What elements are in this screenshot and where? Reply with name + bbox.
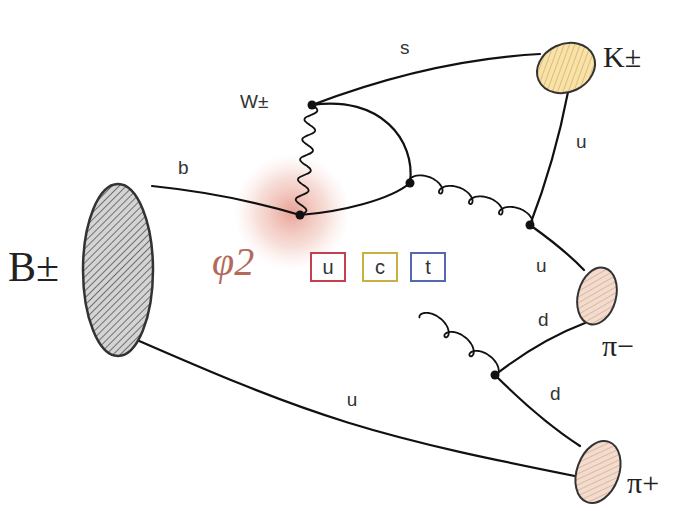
line-label: d bbox=[550, 384, 561, 403]
meson-ellipse: K± bbox=[532, 38, 600, 98]
line-label: W± bbox=[240, 92, 268, 111]
quark-box: c bbox=[362, 252, 398, 282]
vertex-dot bbox=[308, 101, 317, 110]
line-label: d bbox=[538, 310, 549, 329]
gluon-line bbox=[409, 175, 533, 225]
vertex-dot bbox=[406, 179, 415, 188]
quark-line bbox=[138, 340, 577, 476]
vertex-dot bbox=[491, 371, 500, 380]
meson-shape bbox=[567, 435, 628, 510]
meson-shape bbox=[83, 184, 153, 356]
meson-ellipse: π− bbox=[574, 264, 620, 328]
meson-shape bbox=[529, 34, 604, 103]
meson-ellipse: B± bbox=[80, 182, 156, 358]
quark-box: u bbox=[310, 252, 346, 282]
line-label: b bbox=[178, 158, 189, 177]
particle-label: π+ bbox=[627, 468, 659, 498]
u-quark-line bbox=[530, 92, 568, 225]
w-boson-line bbox=[296, 105, 318, 215]
quark-box: t bbox=[410, 252, 446, 282]
line-label: u bbox=[347, 390, 358, 409]
ellipse-outline bbox=[574, 264, 620, 328]
d-quark-line bbox=[495, 375, 580, 446]
s-quark-line bbox=[312, 54, 540, 105]
gluon-line bbox=[419, 313, 498, 375]
line-label: u bbox=[536, 256, 547, 275]
particle-label: B± bbox=[8, 246, 59, 288]
line-label: u bbox=[576, 132, 587, 151]
meson-shape bbox=[571, 263, 623, 329]
particle-label: π− bbox=[602, 331, 634, 361]
quark-flavor: u bbox=[322, 257, 333, 277]
vertex-dot bbox=[526, 221, 535, 230]
meson-ellipse: π+ bbox=[573, 437, 623, 507]
d-quark-line bbox=[495, 323, 585, 375]
vertex-dot bbox=[296, 211, 305, 220]
ellipse-outline bbox=[532, 38, 600, 98]
quark-flavor: c bbox=[375, 257, 385, 277]
ellipse-outline bbox=[573, 437, 623, 507]
loop-lower-line bbox=[300, 183, 410, 215]
ellipse-outline bbox=[80, 182, 156, 358]
line-label: s bbox=[400, 38, 410, 57]
b-quark-line bbox=[152, 186, 300, 215]
phase-label: φ2 bbox=[212, 242, 254, 282]
particle-label: K± bbox=[603, 42, 641, 72]
loop-upper-line bbox=[312, 104, 411, 183]
quark-flavor: t bbox=[425, 257, 431, 277]
